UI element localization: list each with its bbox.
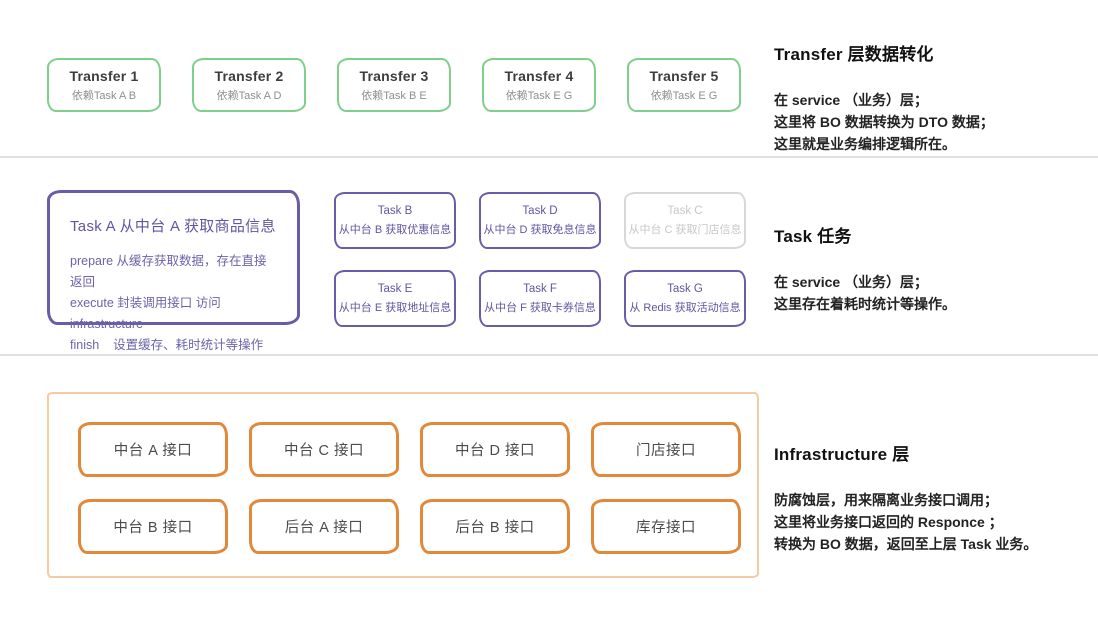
task-layer-note: Task 任务 在 service （业务）层； 这里存在着耗时统计等操作。 [774,222,1094,315]
interface-box: 后台 A 接口 [249,499,399,554]
task-note-line: 这里存在着耗时统计等操作。 [774,296,956,312]
transfer-box: Transfer 5 依赖Task E G [627,58,741,112]
transfer-box-subtitle: 依赖Task A D [216,89,282,102]
task-box-d: Task D 从中台 D 获取免息信息 [479,192,601,249]
interface-box: 中台 C 接口 [249,422,399,477]
task-a-line: execute 封装调用接口 访问 infrastructure [70,296,225,331]
task-box-subtitle: 从中台 E 获取地址信息 [338,301,452,314]
task-box-b: Task B 从中台 B 获取优惠信息 [334,192,456,249]
task-box-c-disabled: Task C 从中台 C 获取门店信息 [624,192,746,249]
transfer-note-line: 在 service （业务）层； [774,92,929,108]
infrastructure-note-title: Infrastructure 层 [774,445,910,464]
task-box-f: Task F 从中台 F 获取卡券信息 [479,270,601,327]
task-box-subtitle: 从 Redis 获取活动信息 [629,301,741,314]
infrastructure-grid: 中台 A 接口 中台 C 接口 中台 D 接口 门店接口 中台 B 接口 后台 … [78,422,741,554]
task-note-title: Task 任务 [774,227,852,246]
task-box-title: Task E [377,282,413,295]
task-box-title: Task F [523,282,557,295]
task-a-line: finish 设置缓存、耗时统计等操作 [70,338,264,352]
section-divider-top [0,156,1098,158]
task-note-line: 在 service （业务）层； [774,274,929,290]
task-box-title: Task B [377,204,413,217]
transfer-box-subtitle: 依赖Task E G [505,89,573,102]
task-box-title: Task G [667,282,703,295]
transfer-layer-note: Transfer 层数据转化 在 service （业务）层； 这里将 BO 数… [774,40,1094,155]
interface-box: 中台 A 接口 [78,422,228,477]
interface-box: 后台 B 接口 [420,499,570,554]
transfer-note-title: Transfer 层数据转化 [774,45,934,64]
section-divider-bottom [0,354,1098,356]
transfer-box-title: Transfer 1 [69,67,139,84]
transfer-box: Transfer 4 依赖Task E G [482,58,596,112]
task-a-line: prepare 从缓存获取数据，存在直接返回 [70,254,267,289]
task-box-subtitle: 从中台 C 获取门店信息 [628,223,742,236]
infrastructure-note-line: 防腐蚀层，用来隔离业务接口调用； [774,492,998,508]
interface-box: 门店接口 [591,422,741,477]
task-box-title: Task C [667,204,703,217]
transfer-layer: Transfer 1 依赖Task A B Transfer 2 依赖Task … [47,58,741,112]
task-layer-grid: Task B 从中台 B 获取优惠信息 Task D 从中台 D 获取免息信息 … [334,192,746,327]
task-a-box: Task A 从中台 A 获取商品信息 prepare 从缓存获取数据，存在直接… [47,190,300,352]
infrastructure-note-line: 这里将业务接口返回的 Responce ； [774,514,1003,530]
infrastructure-layer-note: Infrastructure 层 防腐蚀层，用来隔离业务接口调用； 这里将业务接… [774,440,1094,555]
interface-box: 库存接口 [591,499,741,554]
transfer-box-subtitle: 依赖Task A B [71,89,137,102]
transfer-box-subtitle: 依赖Task B E [361,89,427,102]
transfer-box: Transfer 3 依赖Task B E [337,58,451,112]
transfer-note-line: 这里就是业务编排逻辑所在。 [774,136,956,152]
task-box-subtitle: 从中台 D 获取免息信息 [483,223,597,236]
transfer-box-title: Transfer 2 [214,67,284,84]
infrastructure-note-line: 转换为 BO 数据，返回至上层 Task 业务。 [774,536,1038,552]
task-box-e: Task E 从中台 E 获取地址信息 [334,270,456,327]
task-a-title: Task A 从中台 A 获取商品信息 [70,218,276,235]
transfer-box-subtitle: 依赖Task E G [650,89,718,102]
task-box-subtitle: 从中台 B 获取优惠信息 [338,223,452,236]
interface-box: 中台 B 接口 [78,499,228,554]
infrastructure-container: 中台 A 接口 中台 C 接口 中台 D 接口 门店接口 中台 B 接口 后台 … [47,392,759,578]
interface-box: 中台 D 接口 [420,422,570,477]
transfer-note-line: 这里将 BO 数据转换为 DTO 数据； [774,114,994,130]
task-box-g: Task G 从 Redis 获取活动信息 [624,270,746,327]
transfer-box: Transfer 2 依赖Task A D [192,58,306,112]
transfer-box-title: Transfer 5 [649,67,719,84]
transfer-box: Transfer 1 依赖Task A B [47,58,161,112]
task-box-subtitle: 从中台 F 获取卡券信息 [484,301,596,314]
task-box-title: Task D [522,204,558,217]
transfer-box-title: Transfer 4 [504,67,574,84]
transfer-box-title: Transfer 3 [359,67,429,84]
